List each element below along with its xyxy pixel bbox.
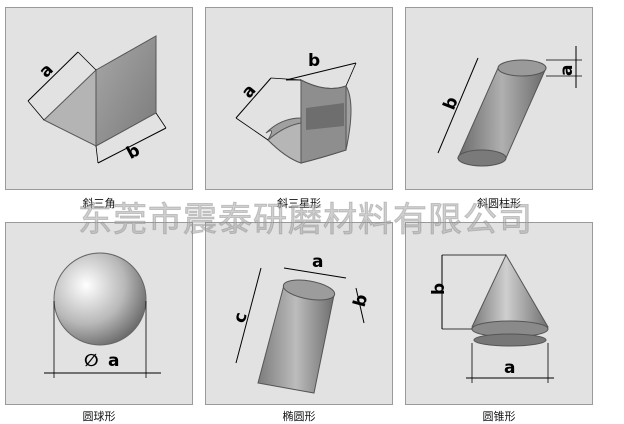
panel-oblique-cylinder: b a xyxy=(405,7,593,190)
dim-b-label: b xyxy=(308,51,320,71)
panel-oblique-triangle: a b xyxy=(5,7,193,190)
dim-b-label: b xyxy=(429,283,449,295)
oblique-cylinder-drawing: b a xyxy=(437,46,582,167)
dim-b-label: b xyxy=(123,140,143,163)
sphere-drawing: ∅ a xyxy=(44,252,161,378)
panel-oblique-three-star: a b xyxy=(205,7,393,190)
dim-b-label: b xyxy=(440,94,463,113)
oblique-triangle-drawing: a b xyxy=(27,35,167,164)
dim-a-label: a xyxy=(312,252,323,272)
dim-a-label: a xyxy=(504,358,515,378)
phi-symbol: ∅ xyxy=(84,351,99,371)
caption-cone: 圆锥形 xyxy=(482,410,516,423)
dim-a-label: a xyxy=(238,81,261,103)
panel-ellipse-cylinder: c a b xyxy=(205,222,393,405)
dim-a-label: a xyxy=(35,60,57,82)
ellipse-cylinder-drawing: c a b xyxy=(230,252,372,394)
cone-drawing: b a xyxy=(429,253,554,383)
panel-sphere: ∅ a xyxy=(5,222,193,405)
caption-oblique-triangle: 斜三角 xyxy=(82,197,116,210)
caption-sphere: 圆球形 xyxy=(82,410,116,423)
caption-oblique-cylinder: 斜圆柱形 xyxy=(477,197,521,210)
panel-cone: b a xyxy=(405,222,593,405)
dim-a-label: a xyxy=(108,351,119,371)
dim-a-label: a xyxy=(557,65,577,76)
caption-oblique-three-star: 斜三星形 xyxy=(277,197,321,210)
caption-ellipse-cylinder: 椭圆形 xyxy=(282,410,316,423)
oblique-three-star-drawing: a b xyxy=(235,51,357,164)
dim-c-label: c xyxy=(230,310,252,325)
dim-b-label: b xyxy=(350,292,372,309)
